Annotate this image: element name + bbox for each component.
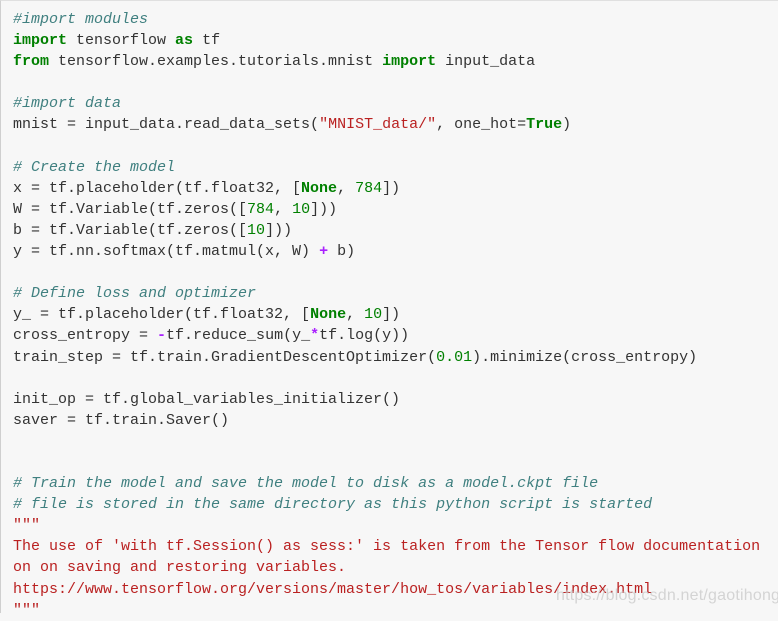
code-line-6: mnist = input_data.read_data_sets("MNIST… [13,114,760,135]
code-text: tensorflow.examples.tutorials.mnist [49,53,383,71]
code-text: b) [328,243,356,261]
code-line-15: y_ = tf.placeholder(tf.float32, [None, 1… [13,304,760,325]
code-line-3: from tensorflow.examples.tutorials.mnist… [13,51,760,72]
code-line-7-blank [13,136,760,157]
code-text: init_op = tf.global_variables_initialize… [13,390,401,408]
code-text: ).minimize(cross_entropy) [472,348,698,366]
code-text: y = tf.nn.softmax(tf.matmul(x, W) [13,243,320,261]
code-line-14: # Define loss and optimizer [13,283,760,304]
code-text: tf [193,32,221,50]
code-line-4-blank [13,72,760,93]
number-literal: 10 [292,200,311,218]
comment: # file is stored in the same directory a… [13,496,653,514]
code-line-5: #import data [13,93,760,114]
docstring: The use of 'with tf.Session() as sess:' … [13,538,761,556]
code-line-17: train_step = tf.train.GradientDescentOpt… [13,347,760,368]
code-line-28: https://www.tensorflow.org/versions/mast… [13,579,760,600]
string-literal: "MNIST_data/" [319,116,437,134]
code-text: tensorflow [67,32,176,50]
code-text: , [274,200,293,218]
number-literal: 784 [247,200,275,218]
code-line-1: #import modules [13,9,760,30]
code-text: ]) [382,306,401,324]
keyword: from [13,53,50,71]
comment: # Create the model [13,158,176,176]
code-line-2: import tensorflow as tf [13,30,760,51]
docstring: """ [13,517,41,535]
code-line-8: # Create the model [13,157,760,178]
docstring: https://www.tensorflow.org/versions/mast… [13,580,653,598]
code-text: ])) [265,221,293,239]
code-text: tf.log(y)) [319,327,410,345]
code-text: x = tf.placeholder(tf.float32, [ [13,179,302,197]
code-line-21-blank [13,431,760,452]
number-literal: 784 [355,179,383,197]
code-text: tf.reduce_sum(y_ [166,327,311,345]
code-text: ) [562,116,572,134]
code-line-20: saver = tf.train.Saver() [13,410,760,431]
code-text: input_data [436,53,536,71]
operator: * [310,327,320,345]
code-text: train_step = tf.train.GradientDescentOpt… [13,348,437,366]
code-line-16: cross_entropy = -tf.reduce_sum(y_*tf.log… [13,325,760,346]
docstring: """ [13,601,41,619]
code-text: saver = tf.train.Saver() [13,411,230,429]
keyword: None [310,306,347,324]
code-text: y_ = tf.placeholder(tf.float32, [ [13,306,311,324]
code-text: W = tf.Variable(tf.zeros([ [13,200,248,218]
code-line-25: """ [13,515,760,536]
code-line-24: # file is stored in the same directory a… [13,494,760,515]
keyword: None [301,179,338,197]
keyword: as [175,32,194,50]
comment: #import data [13,95,122,113]
code-text: , [337,179,356,197]
code-text: cross_entropy = [13,327,158,345]
code-text: , [346,306,365,324]
code-line-13-blank [13,262,760,283]
keyword: import [382,53,437,71]
code-text: mnist = input_data.read_data_sets( [13,116,320,134]
operator: + [319,243,329,261]
code-text: ]) [382,179,401,197]
code-text: , one_hot= [436,116,527,134]
code-text: ])) [310,200,338,218]
code-line-11: b = tf.Variable(tf.zeros([10])) [13,220,760,241]
code-text: b = tf.Variable(tf.zeros([ [13,221,248,239]
code-line-26: The use of 'with tf.Session() as sess:' … [13,536,760,557]
code-line-18-blank [13,368,760,389]
code-line-19: init_op = tf.global_variables_initialize… [13,389,760,410]
code-line-9: x = tf.placeholder(tf.float32, [None, 78… [13,178,760,199]
comment: # Train the model and save the model to … [13,475,599,493]
code-line-10: W = tf.Variable(tf.zeros([784, 10])) [13,199,760,220]
code-line-12: y = tf.nn.softmax(tf.matmul(x, W) + b) [13,241,760,262]
number-literal: 10 [364,306,383,324]
keyword: import [13,32,68,50]
comment: # Define loss and optimizer [13,285,257,303]
watermark: https://blog.csdn.net/gaotihong [556,587,778,604]
code-line-22-blank [13,452,760,473]
docstring: on on saving and restoring variables. [13,559,347,577]
comment: #import modules [13,11,149,28]
keyword: True [526,116,563,134]
operator: - [157,327,167,345]
code-line-27: on on saving and restoring variables. [13,557,760,578]
number-literal: 0.01 [436,348,473,366]
code-line-23: # Train the model and save the model to … [13,473,760,494]
number-literal: 10 [247,221,266,239]
